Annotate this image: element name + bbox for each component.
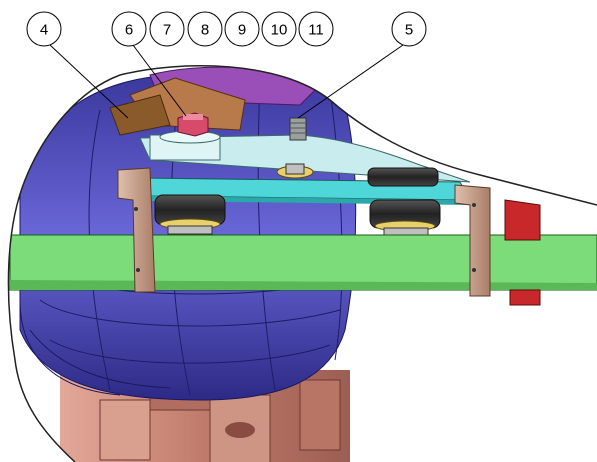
bracket-right: [454, 184, 491, 297]
balloon-10: 10: [261, 11, 297, 47]
leader-5: [297, 44, 404, 119]
callout-balloons: 4 6 7 8 9 10 11 5: [26, 11, 427, 47]
balloon-8: 8: [187, 11, 223, 47]
balloon-10-label: 10: [271, 22, 288, 39]
balloon-9-label: 9: [238, 22, 246, 39]
rubber-isolator-right: [367, 167, 441, 237]
leader-4: [49, 44, 129, 119]
view-boundary: [7, 65, 597, 462]
balloon-4-label: 4: [40, 22, 48, 39]
balloon-11: 11: [298, 11, 334, 47]
balloon-4: 4: [26, 11, 62, 47]
detail-view: [9, 66, 597, 462]
leader-6: [132, 44, 187, 117]
bracket-left: [117, 167, 156, 293]
balloon-7-label: 7: [163, 22, 171, 39]
leader-lines: [49, 44, 404, 119]
circuit-board: [9, 234, 597, 291]
balloon-7: 7: [149, 11, 185, 47]
balloon-5: 5: [391, 11, 427, 47]
rubber-isolator-left: [154, 194, 226, 235]
balloon-8-label: 8: [201, 22, 209, 39]
top-cover: [109, 66, 321, 136]
balloon-6-label: 6: [125, 22, 133, 39]
balloon-11-label: 11: [308, 22, 324, 39]
balloon-6: 6: [111, 11, 147, 47]
balloon-5-label: 5: [405, 22, 413, 39]
balloon-9: 9: [224, 11, 260, 47]
threaded-stud: [289, 117, 307, 141]
red-standoff: [504, 199, 541, 306]
hex-nut: [177, 112, 209, 137]
